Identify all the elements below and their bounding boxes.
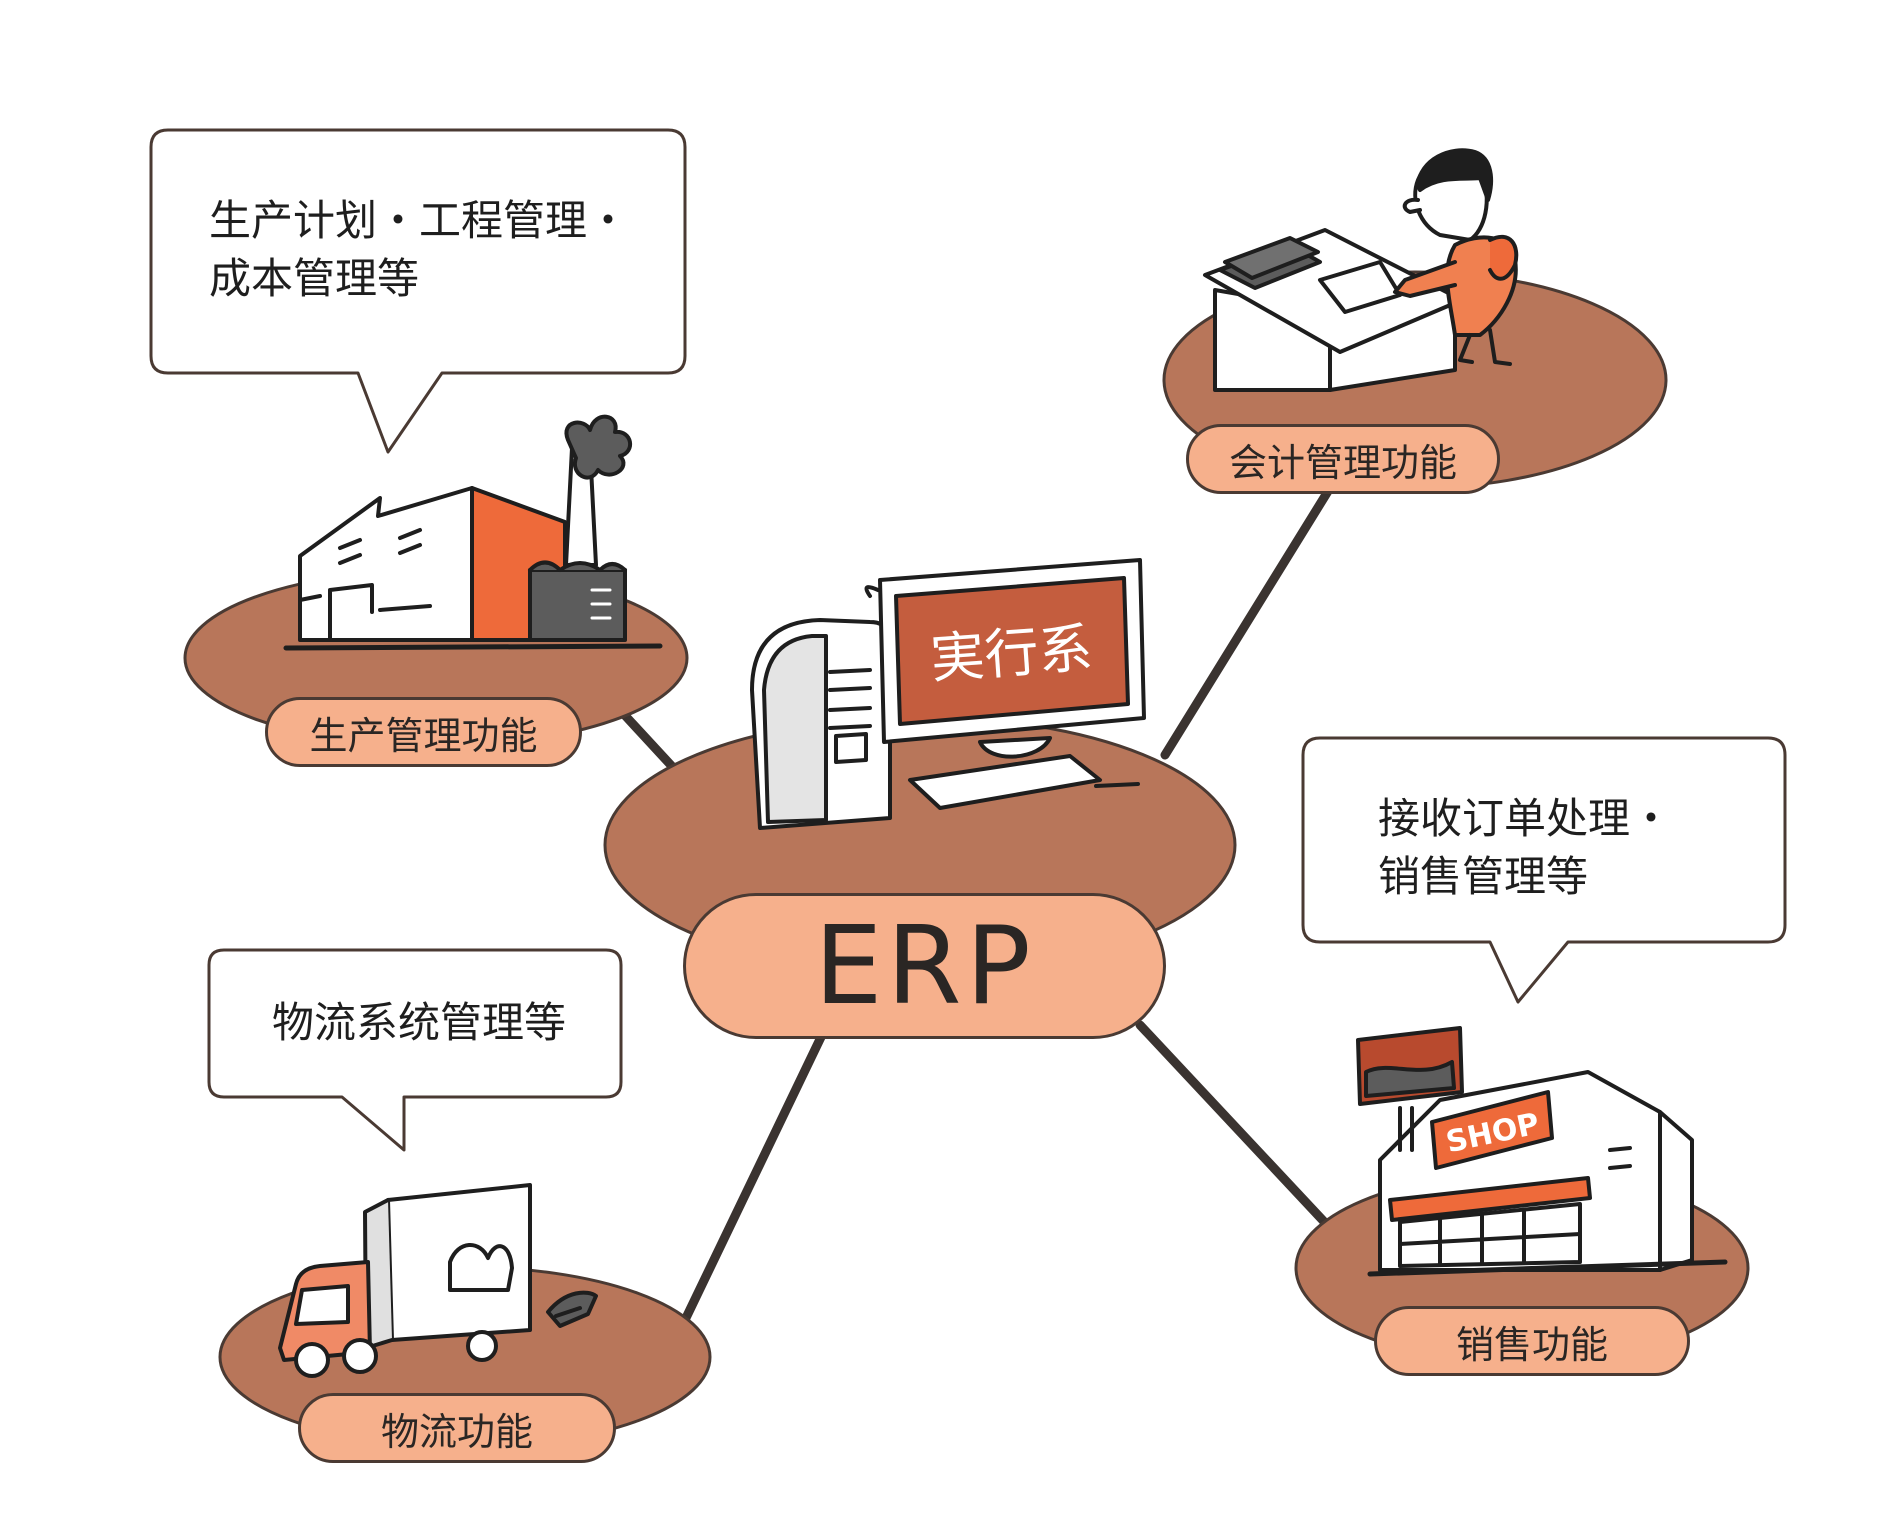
bubble-line: 物流系统管理等 xyxy=(272,998,567,1047)
screen-text: 実行系 xyxy=(929,616,1095,690)
bubble-text-sales: 接收订单处理・ 销售管理等 xyxy=(1378,790,1672,906)
connector-lines xyxy=(615,483,1335,1325)
erp-center-label: ERP xyxy=(683,893,1166,1039)
connector-logistics xyxy=(680,1030,827,1325)
bubble-text-logistics: 物流系统管理等 xyxy=(272,994,566,1052)
connector-accounting xyxy=(1160,483,1335,760)
connector-production xyxy=(615,705,685,780)
bubble-line: 生产计划・工程管理・ xyxy=(209,196,630,245)
node-label-production: 生产管理功能 xyxy=(265,697,582,767)
connector-sales xyxy=(1135,1020,1335,1233)
accountant-desk-icon xyxy=(1203,148,1519,392)
shop-icon: SHOP xyxy=(1356,1026,1728,1277)
node-label-accounting: 会计管理功能 xyxy=(1186,424,1500,494)
truck-icon xyxy=(278,1183,598,1378)
bubble-text-production: 生产计划・工程管理・ 成本管理等 xyxy=(209,192,629,308)
node-label-text: 会计管理功能 xyxy=(1228,440,1457,485)
bubble-line: 销售管理等 xyxy=(1378,852,1589,901)
erp-title: ERP xyxy=(814,903,1035,1029)
node-label-text: 生产管理功能 xyxy=(309,713,538,758)
node-label-logistics: 物流功能 xyxy=(298,1393,616,1463)
node-label-text: 销售功能 xyxy=(1455,1322,1608,1367)
computer-icon xyxy=(750,558,1146,830)
bubble-logistics xyxy=(207,948,623,1152)
bubble-production xyxy=(149,128,687,454)
bubble-line: 成本管理等 xyxy=(209,254,420,303)
bubble-sales xyxy=(1301,736,1787,1004)
bubble-line: 接收订单处理・ xyxy=(1378,794,1673,843)
node-label-sales: 销售功能 xyxy=(1374,1306,1690,1376)
factory-icon xyxy=(283,414,663,651)
node-label-text: 物流功能 xyxy=(380,1409,533,1454)
